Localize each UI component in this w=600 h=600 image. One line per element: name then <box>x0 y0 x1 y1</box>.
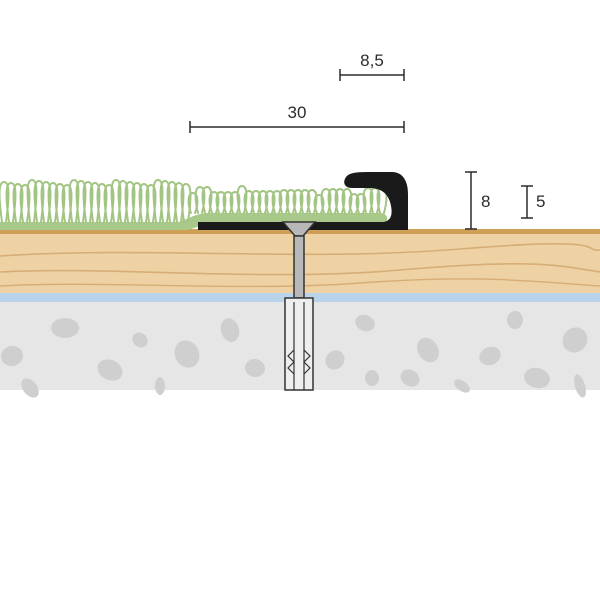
carpet-loop <box>327 187 339 214</box>
dimension-label-carpet-height: 5 <box>536 192 545 211</box>
carpet-loop <box>5 181 17 223</box>
pebble <box>132 332 148 348</box>
pebble <box>479 346 501 366</box>
carpet-loop <box>33 179 45 223</box>
carpet-loop <box>208 190 220 214</box>
carpet-loop <box>75 179 87 223</box>
pebble <box>364 370 380 386</box>
carpet-loop <box>334 187 346 214</box>
carpet-loop <box>138 182 150 223</box>
pebble <box>574 374 586 398</box>
wall-plug-icon <box>284 297 314 391</box>
carpet-loop <box>89 181 101 223</box>
dimension-carpet-height <box>521 185 533 219</box>
carpet-loop <box>180 182 192 223</box>
carpet-loop <box>40 180 52 223</box>
pebble <box>220 318 240 342</box>
carpet-loop <box>194 185 206 214</box>
pebble <box>245 358 265 378</box>
dimension-label-lip-width: 8,5 <box>360 51 384 70</box>
carpet-loop <box>341 187 353 214</box>
pebble <box>562 327 588 353</box>
carpet-loop <box>306 188 318 214</box>
pebble <box>21 378 39 398</box>
carpet-loop <box>243 189 255 214</box>
carpet-loop <box>250 189 262 214</box>
carpet-loop <box>19 183 31 223</box>
pebble <box>154 377 166 395</box>
pebble <box>174 340 200 368</box>
carpet-loop <box>292 188 304 214</box>
pebble <box>506 311 524 329</box>
dimension-label-total-height: 8 <box>481 192 490 211</box>
carpet-loop <box>145 183 157 223</box>
carpet-loop <box>215 190 227 214</box>
dimension-label-profile-width: 30 <box>288 103 307 122</box>
dimension-lip-width <box>339 69 405 81</box>
carpet-loop <box>166 180 178 223</box>
carpet-loop <box>47 181 59 223</box>
carpet-loop <box>264 189 276 214</box>
carpet-loop <box>271 189 283 214</box>
pebble <box>51 318 79 338</box>
carpet-loop <box>236 184 248 214</box>
carpet-loop <box>82 180 94 223</box>
carpet-loop <box>222 190 234 214</box>
carpet-loop <box>0 180 10 223</box>
pebble <box>400 369 420 387</box>
carpet-loop <box>26 178 38 223</box>
concrete-pebbles <box>1 311 588 398</box>
pebble <box>524 367 550 389</box>
carpet-loop <box>103 183 115 223</box>
carpet-loop <box>320 187 332 214</box>
carpet-loop <box>124 180 136 223</box>
dimension-total-height <box>465 171 477 230</box>
carpet-loop <box>68 178 80 223</box>
carpet-loop <box>173 181 185 223</box>
dimension-profile-width <box>189 121 405 133</box>
pebble <box>454 379 470 393</box>
pebble <box>97 359 123 381</box>
carpet-loop <box>96 182 108 223</box>
aluminium-profile <box>198 172 408 230</box>
carpet-loop <box>159 179 171 223</box>
carpet-loop <box>201 185 213 214</box>
pebble <box>355 314 375 332</box>
pebble <box>1 345 23 367</box>
carpet-loop <box>61 183 73 223</box>
carpet-loop <box>285 188 297 214</box>
carpet-loop <box>12 182 24 223</box>
carpet-loop <box>257 189 269 214</box>
pebble <box>417 337 439 363</box>
carpet-loop <box>278 188 290 214</box>
pebble <box>325 350 345 370</box>
carpet-loop <box>54 182 66 223</box>
carpet-loop <box>117 179 129 223</box>
carpet-loop <box>131 181 143 223</box>
carpet-loop <box>152 178 164 223</box>
carpet-loop <box>348 192 360 214</box>
carpet-loop <box>110 178 122 223</box>
carpet-loop <box>299 188 311 214</box>
